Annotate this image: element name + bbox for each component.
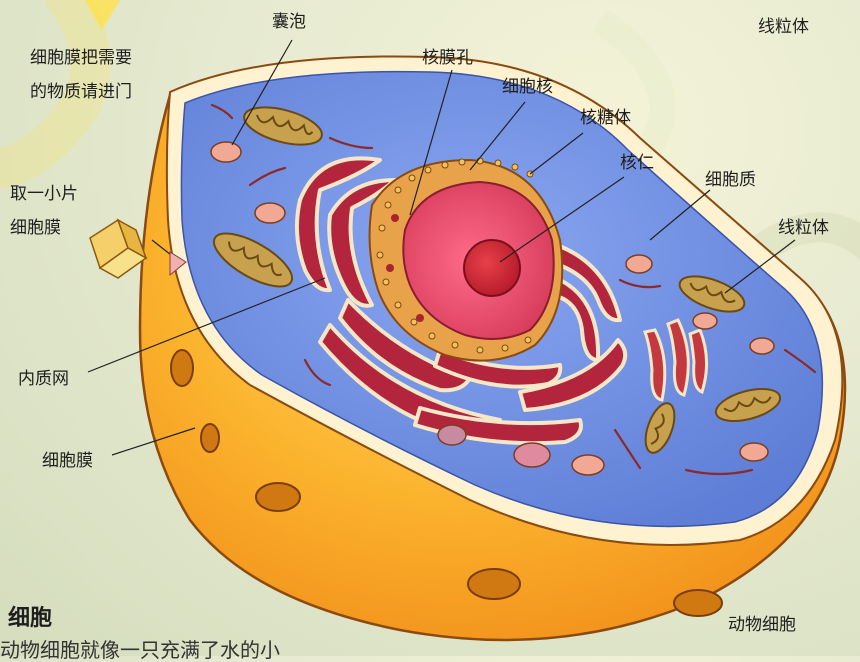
label-ribosome: 核糖体 bbox=[580, 108, 631, 128]
label-nucleus: 细胞核 bbox=[502, 77, 553, 97]
label-vesicle: 囊泡 bbox=[272, 12, 306, 32]
label-cytoplasm: 细胞质 bbox=[705, 170, 756, 190]
golgi-apparatus bbox=[645, 320, 707, 400]
label-animal-cell: 动物细胞 bbox=[728, 615, 796, 635]
body-text: 动物细胞就像一只充满了水的小 bbox=[0, 638, 280, 662]
label-mitochondria-top: 线粒体 bbox=[758, 17, 809, 37]
label-endoplasmic-reticulum: 内质网 bbox=[18, 369, 69, 389]
label-take-piece-line2: 细胞膜 bbox=[10, 218, 61, 238]
membrane-sample-cube bbox=[90, 220, 146, 278]
label-membrane-admit-line2: 的物质请进门 bbox=[30, 82, 132, 102]
section-heading: 细胞 bbox=[8, 606, 52, 632]
label-cell-membrane: 细胞膜 bbox=[42, 451, 93, 471]
label-membrane-admit-line1: 细胞膜把需要 bbox=[30, 48, 132, 68]
label-nuclear-pore: 核膜孔 bbox=[422, 48, 473, 68]
label-nucleolus: 核仁 bbox=[620, 153, 654, 173]
nucleolus bbox=[464, 240, 520, 296]
label-mitochondria-right: 线粒体 bbox=[778, 218, 829, 238]
label-take-piece-line1: 取一小片 bbox=[10, 184, 78, 204]
